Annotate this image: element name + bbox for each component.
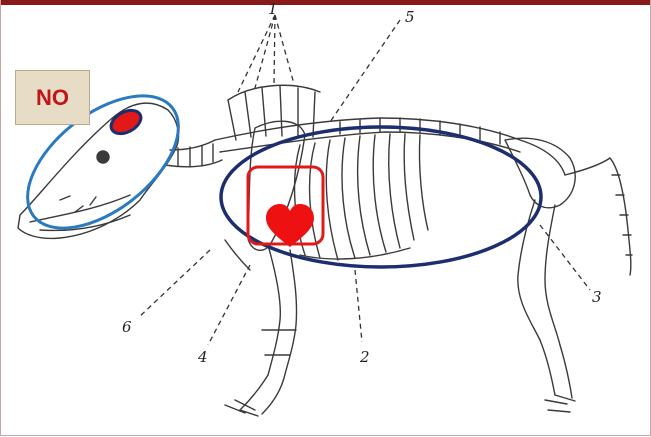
body-ellipse: [221, 127, 541, 267]
label-2: 2: [359, 348, 370, 366]
label-4: 4: [197, 348, 208, 366]
leader-lines: [138, 15, 590, 345]
pig-skeleton: [18, 85, 632, 416]
brain-marker: [107, 106, 145, 139]
label-1: 1: [268, 0, 278, 18]
label-5: 5: [405, 8, 415, 26]
label-3: 3: [592, 288, 602, 306]
label-6: 6: [122, 318, 132, 336]
no-badge: NO: [15, 70, 90, 125]
